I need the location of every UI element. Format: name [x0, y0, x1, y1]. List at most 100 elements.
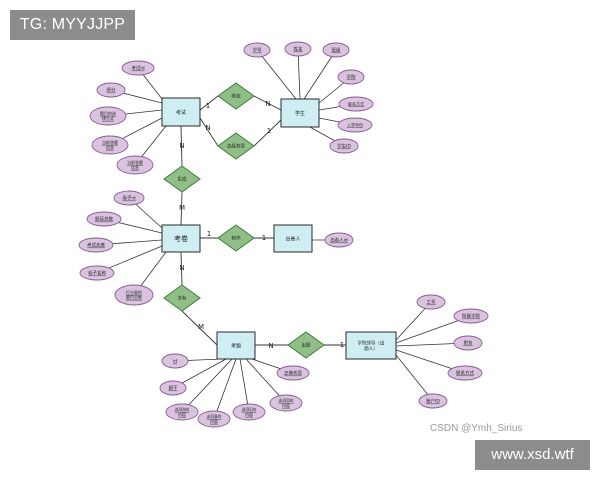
attribute-line — [256, 49, 297, 100]
attribute-q-a[interactable]: 选项A的内容 — [165, 403, 199, 421]
attribute-st-no[interactable]: 工号 — [416, 294, 446, 310]
attribute-paper-score[interactable]: 打分量的题目总数 — [114, 284, 154, 306]
attribute-label: 选项C的内容 — [242, 406, 257, 417]
relation-label: 制作 — [232, 235, 241, 242]
attribute-q-stem[interactable]: 题干 — [159, 380, 187, 396]
attribute-ellipse — [453, 308, 489, 324]
relation-generate[interactable]: 生成 — [163, 165, 201, 193]
relation-create[interactable]: 制作 — [217, 224, 255, 252]
cardinality-paper-create: 1 — [207, 230, 211, 238]
cardinality-contain-question: M — [198, 323, 204, 331]
attribute-ellipse — [86, 211, 122, 227]
attribute-ellipse — [337, 117, 373, 133]
attribute-q-c[interactable]: 选项C的内容 — [232, 403, 266, 421]
connector-line — [199, 95, 219, 111]
attribute-label: 当前答题信息 — [127, 159, 143, 170]
attribute-q-b[interactable]: 选项B的内容 — [197, 410, 231, 428]
attribute-q-d[interactable]: 选项D的内容 — [269, 394, 303, 412]
attribute-label: 打分量的题目总数 — [126, 289, 142, 300]
cardinality-question-set: N — [268, 342, 273, 350]
attribute-paper-count[interactable]: 题目总数 — [86, 211, 122, 227]
attribute-line — [181, 358, 233, 413]
attribute-ellipse — [197, 410, 231, 428]
attribute-ellipse — [79, 265, 115, 281]
attribute-ellipse — [337, 69, 365, 85]
relation-diamond — [217, 82, 255, 110]
attribute-ellipse — [116, 155, 154, 175]
cardinality-paper-contain: N — [179, 264, 184, 272]
attribute-ellipse — [232, 403, 266, 421]
attribute-exam-id[interactable]: 考试id — [121, 60, 155, 76]
attribute-stu-contact[interactable]: 联系方式 — [338, 96, 374, 112]
attribute-label: 姓名 — [294, 46, 303, 53]
connector-line — [181, 310, 218, 346]
attribute-paper-id[interactable]: 卷子id — [113, 190, 145, 206]
attribute-stu-no[interactable]: 学号 — [243, 42, 271, 58]
attribute-label: 账户ID — [426, 398, 440, 405]
entity-box — [273, 224, 313, 253]
relation-label: 出题 — [302, 342, 311, 349]
entity-label: 考试 — [176, 109, 186, 116]
attribute-exam-current[interactable]: 当前答题信息 — [116, 155, 154, 175]
entity-school-staff[interactable]: 学院领导（出题人） — [345, 331, 397, 360]
attribute-exam-score[interactable]: 得分 — [96, 82, 126, 98]
attribute-ellipse — [453, 335, 483, 351]
attribute-paper-name[interactable]: 卷子名称 — [79, 265, 115, 281]
attribute-pub-id[interactable]: 出卷人id — [324, 232, 354, 248]
attribute-ellipse — [418, 393, 448, 409]
attribute-label: 考试态度 — [87, 242, 105, 249]
attribute-ellipse — [284, 41, 312, 57]
attribute-stu-grade[interactable]: 班级 — [322, 42, 350, 58]
attribute-label: 卷子id — [122, 195, 135, 202]
relation-diamond — [217, 224, 255, 252]
attribute-exam-answers[interactable]: 当前答题信息 — [91, 135, 129, 155]
attribute-ellipse — [324, 232, 354, 248]
entity-publisher[interactable]: 出卷人 — [273, 224, 313, 253]
attribute-st-account[interactable]: 账户ID — [418, 393, 448, 409]
entity-paper[interactable]: 考卷 — [161, 224, 201, 253]
relation-contain[interactable]: 含有 — [163, 284, 201, 312]
entity-student[interactable]: 学生 — [280, 98, 320, 128]
entity-label: 考卷 — [174, 234, 188, 243]
attribute-line — [303, 49, 337, 100]
cardinality-create-publisher: 1 — [262, 234, 266, 242]
attribute-exam-method[interactable]: 题目的选择方式 — [89, 106, 127, 126]
relation-label: 参加 — [232, 93, 241, 100]
attribute-ellipse — [322, 42, 350, 58]
attribute-stu-year[interactable]: 入学年份 — [337, 117, 373, 133]
attribute-stu-college[interactable]: 学院 — [337, 69, 365, 85]
attribute-st-college[interactable]: 所属学院 — [453, 308, 489, 324]
attribute-ellipse — [276, 365, 310, 381]
entity-exam[interactable]: 考试 — [161, 97, 201, 127]
cardinality-exam-choose: N — [205, 124, 210, 132]
entity-label: 学生 — [295, 110, 305, 117]
connector-line — [180, 191, 183, 226]
attribute-q-id[interactable]: id — [161, 353, 189, 369]
attribute-label: 当前答题信息 — [102, 139, 118, 150]
attribute-line — [395, 354, 434, 402]
attribute-ellipse — [416, 294, 446, 310]
watermark-site: www.xsd.wtf — [475, 440, 590, 470]
relation-diamond — [163, 284, 201, 312]
attribute-label: 联系方式 — [456, 370, 474, 377]
attribute-stu-name[interactable]: 姓名 — [284, 41, 312, 57]
attribute-label: 选项A的内容 — [175, 406, 190, 417]
attribute-ellipse — [159, 380, 187, 396]
attribute-st-post[interactable]: 职务 — [453, 335, 483, 351]
relation-label: 含有 — [178, 295, 187, 302]
entity-question[interactable]: 考题 — [216, 331, 256, 360]
relation-diamond — [217, 132, 255, 160]
connector-line — [253, 95, 282, 111]
attribute-label: 学生ID — [337, 143, 351, 150]
entity-box — [345, 331, 397, 360]
relation-set-question[interactable]: 出题 — [287, 331, 325, 359]
attribute-q-answer[interactable]: 正确答案 — [276, 365, 310, 381]
relation-label: 选择答案 — [227, 143, 245, 150]
relation-choose-answer[interactable]: 选择答案 — [217, 132, 255, 160]
attribute-st-contact[interactable]: 联系方式 — [447, 365, 483, 381]
attribute-stu-id[interactable]: 学生ID — [329, 138, 359, 154]
relation-take-exam[interactable]: 参加 — [217, 82, 255, 110]
attribute-paper-status[interactable]: 考试态度 — [78, 237, 114, 253]
attribute-label: 卷子名称 — [88, 270, 106, 277]
